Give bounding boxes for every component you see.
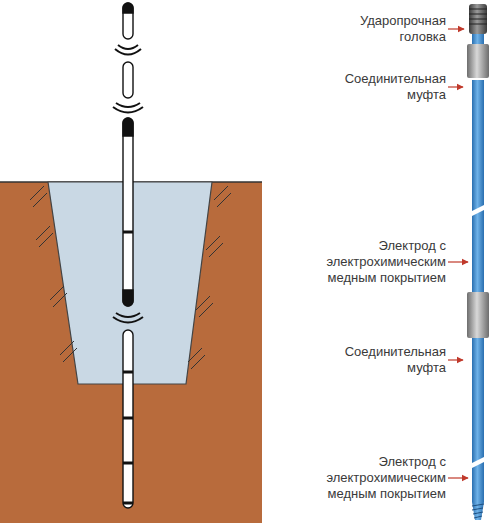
part-label: Ударопрочная головка [326,13,446,45]
part-label: Соединительная муфта [326,71,446,103]
coupling-sleeve [467,44,489,78]
part-label: Соединительная муфта [326,344,446,376]
part-label: Электрод с электрохимическим медным покр… [308,238,446,286]
leader-arrow [448,29,468,478]
coupling-sleeve [467,292,489,338]
part-label: Электрод с электрохимическим медным покр… [308,454,446,502]
electrode-assembly [113,3,143,508]
impact-head [469,4,487,44]
soil [0,182,262,523]
